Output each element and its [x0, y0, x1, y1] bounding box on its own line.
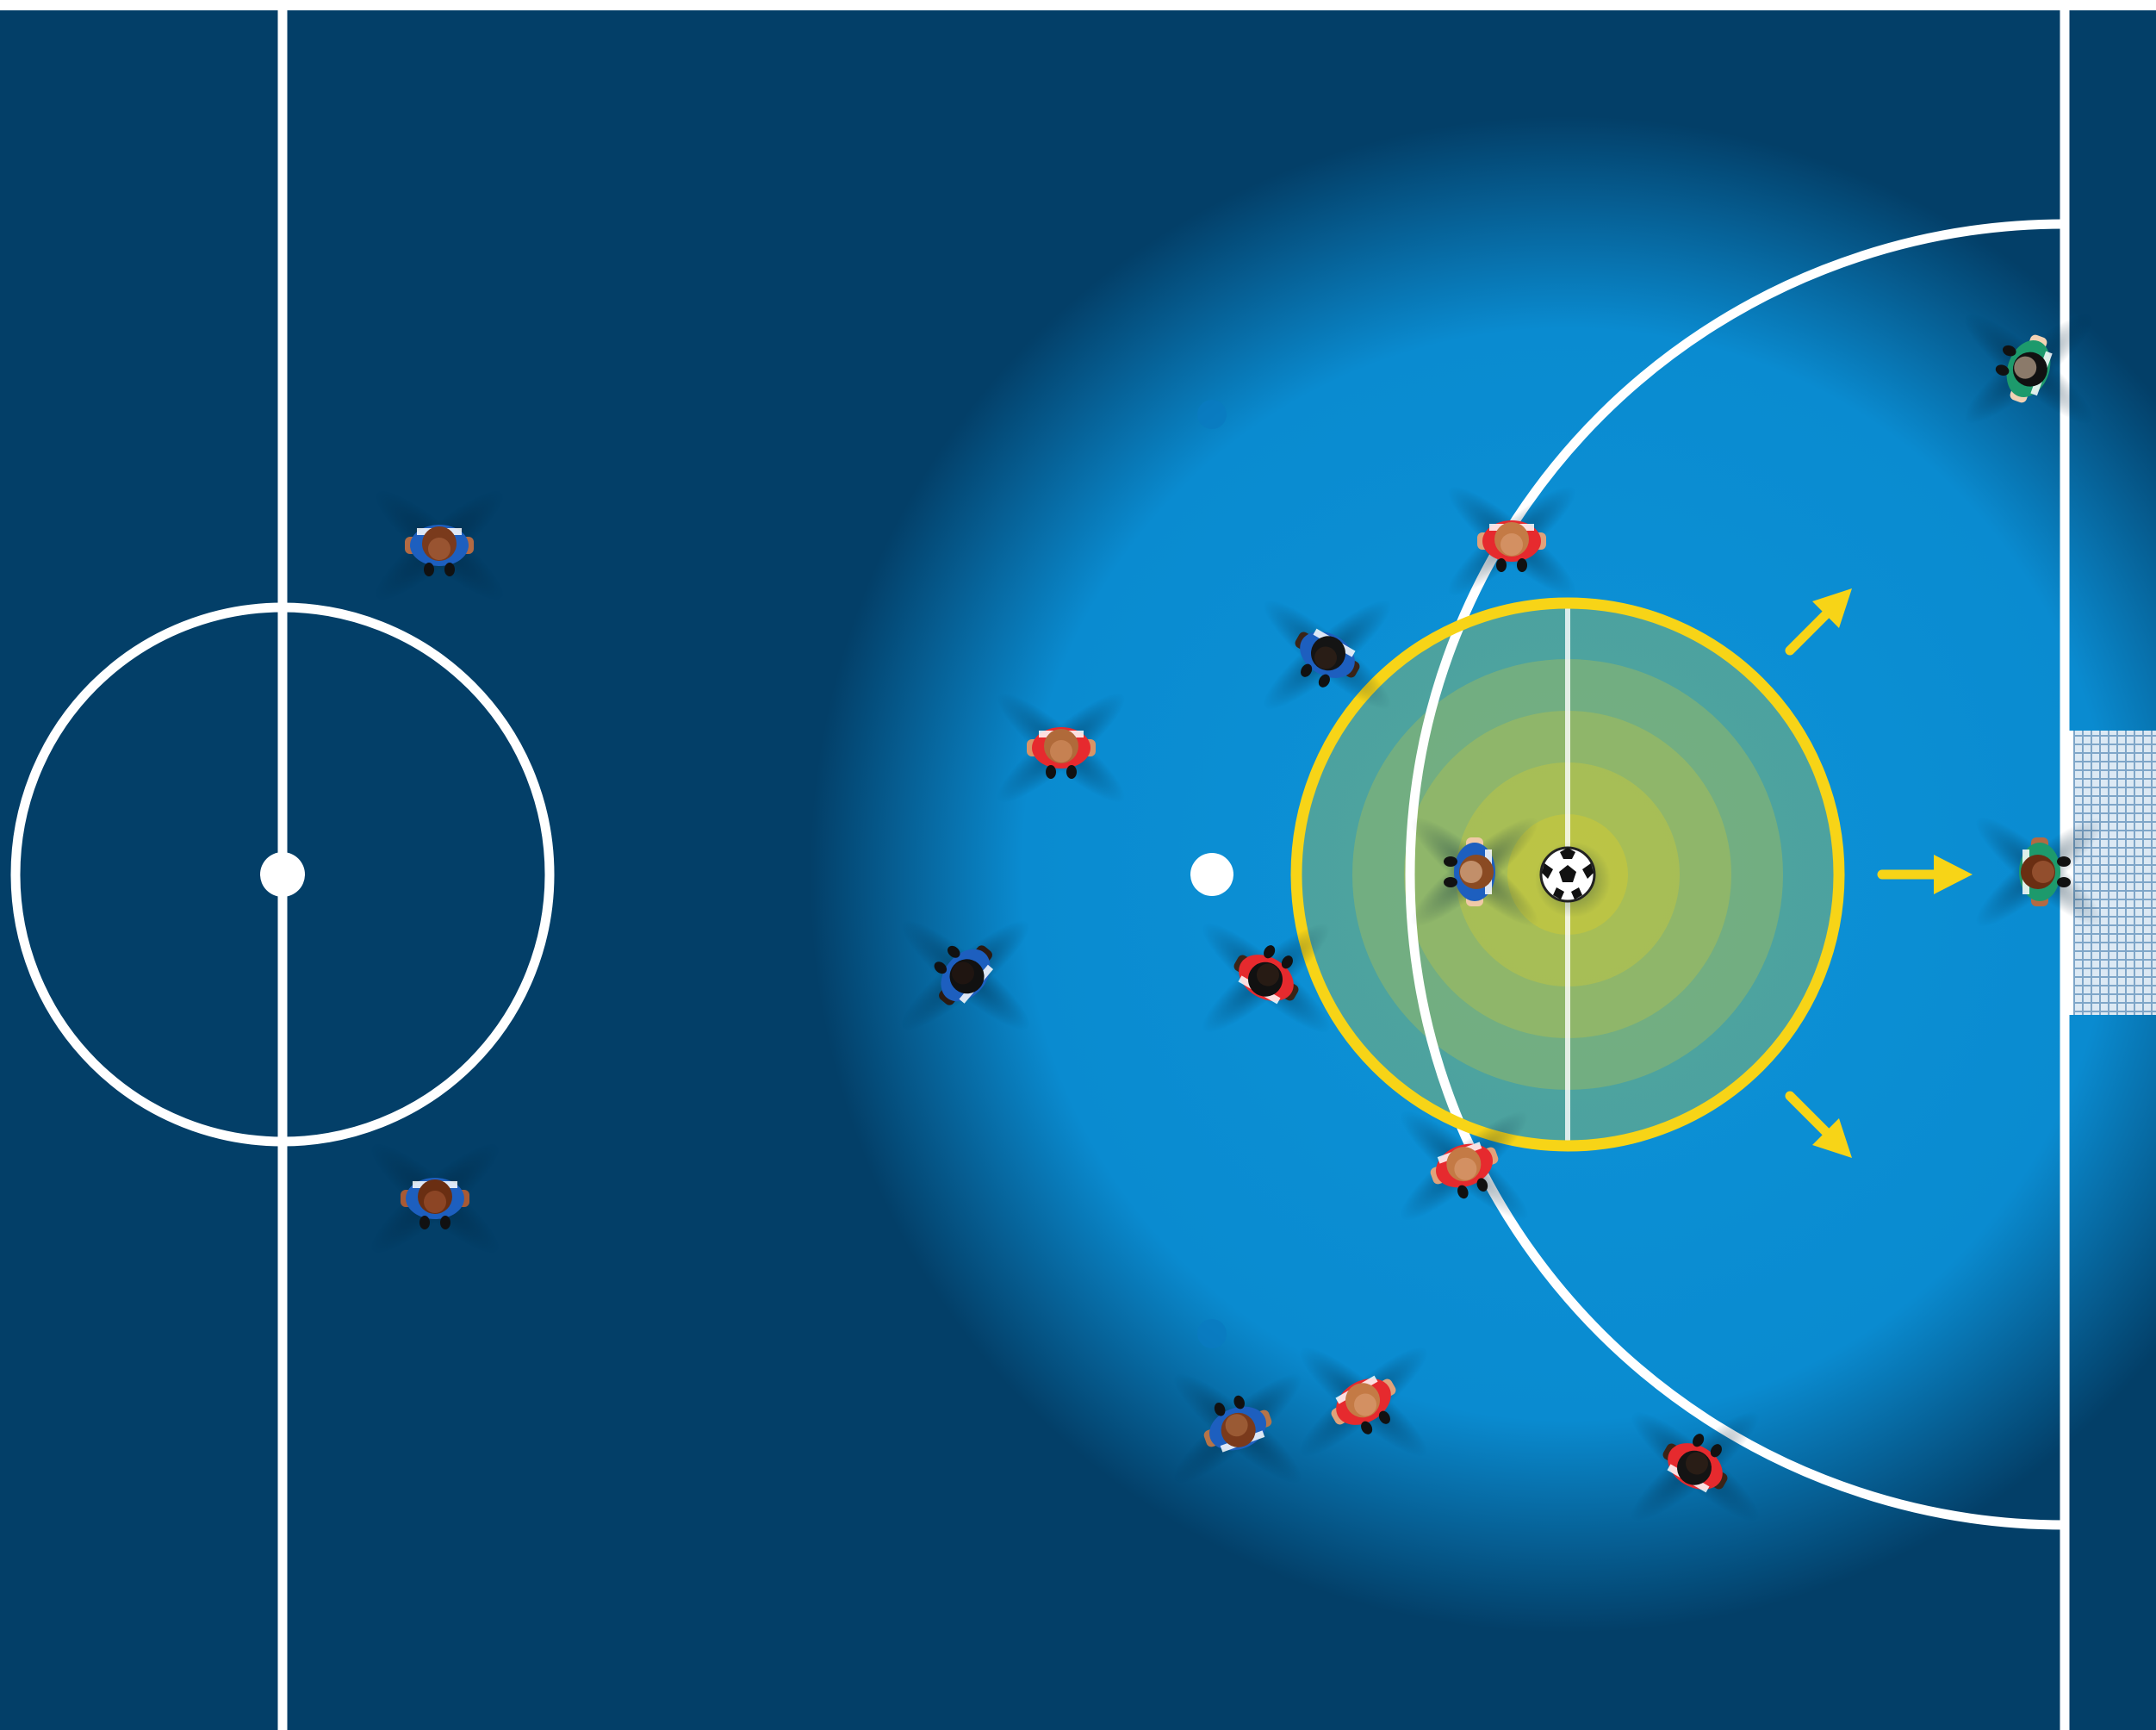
penalty-spot [1190, 853, 1233, 896]
top-border [0, 0, 2156, 10]
goal-net [2065, 731, 2156, 1015]
marker-dot-bottom [1197, 1319, 1227, 1348]
center-spot [260, 852, 305, 897]
soccer-ball-icon [1535, 842, 1611, 918]
marker-dot-top [1197, 400, 1227, 429]
